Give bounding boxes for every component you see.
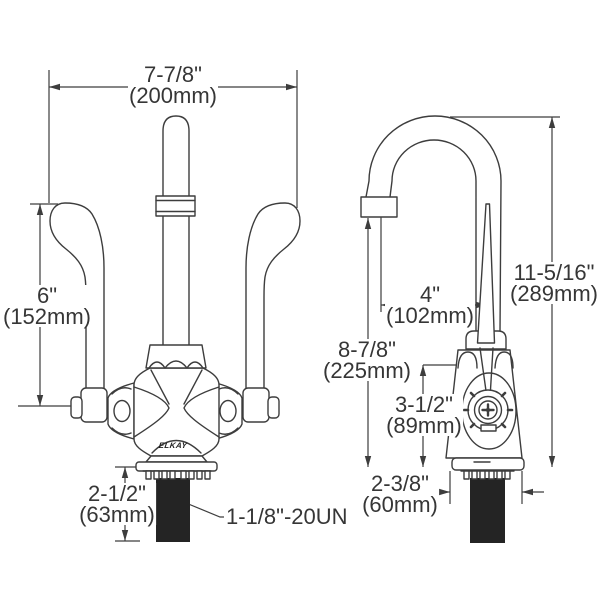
spout-outlet xyxy=(361,197,397,217)
overall-height-mm: (289mm) xyxy=(509,281,599,306)
spout-reach-label: 4" (102mm) xyxy=(384,282,476,328)
base-plate xyxy=(136,462,217,471)
side-handle-blade xyxy=(478,204,495,343)
base-lip xyxy=(146,456,207,462)
base-width-mm: (60mm) xyxy=(362,492,438,517)
handle-height-label: 6" (152mm) xyxy=(1,283,93,329)
brand-logo: ELKAY xyxy=(158,441,188,450)
left-handle-hub xyxy=(81,388,107,422)
thread-spec: 1-1/8"-20UN xyxy=(226,504,348,529)
handle-height-mm: (152mm) xyxy=(2,304,92,329)
hub-keeper xyxy=(481,425,496,431)
left-end-cap xyxy=(71,397,82,418)
gooseneck-inner xyxy=(390,140,476,333)
overall-height-in: 11-5/16" xyxy=(513,260,595,285)
right-handle-hub xyxy=(243,388,269,422)
front-view xyxy=(50,116,300,542)
side-view xyxy=(361,116,524,543)
base-width-in: 2-3/8" xyxy=(371,471,429,496)
body-height-mm: (89mm) xyxy=(386,413,462,438)
spout-height-label: 8-7/8" (225mm) xyxy=(321,337,413,383)
overall-width-label: 7-7/8" (200mm) xyxy=(127,62,219,108)
right-end-cap xyxy=(268,397,279,418)
overall-height-label: 11-5/16" (289mm) xyxy=(508,260,600,306)
shank-length-label: 2-1/2" (63mm) xyxy=(78,481,156,527)
side-base-plate xyxy=(452,458,524,470)
spout-reach-mm: (102mm) xyxy=(385,303,475,328)
spout-column xyxy=(163,116,189,345)
shank-length-in: 2-1/2" xyxy=(88,481,146,506)
front-shank xyxy=(156,478,190,542)
overall-width-in: 7-7/8" xyxy=(144,62,202,87)
spout-reach-in: 4" xyxy=(419,282,441,307)
overall-width-mm: (200mm) xyxy=(128,83,218,108)
bonnet xyxy=(146,345,206,368)
handle-height-in: 6" xyxy=(36,283,58,308)
gooseneck-outer xyxy=(366,116,501,333)
left-handle xyxy=(50,203,104,389)
side-shank xyxy=(470,478,505,543)
spout-height-mm: (225mm) xyxy=(322,358,412,383)
spout-height-in: 8-7/8" xyxy=(338,337,396,362)
right-handle xyxy=(246,203,300,389)
shank-length-mm: (63mm) xyxy=(79,502,155,527)
base-width-label: 2-3/8" (60mm) xyxy=(361,471,439,517)
body-height-in: 3-1/2" xyxy=(395,392,453,417)
spout-collar xyxy=(156,196,195,216)
body-height-label: 3-1/2" (89mm) xyxy=(385,392,463,438)
thread-spec-label: 1-1/8"-20UN xyxy=(225,504,349,529)
